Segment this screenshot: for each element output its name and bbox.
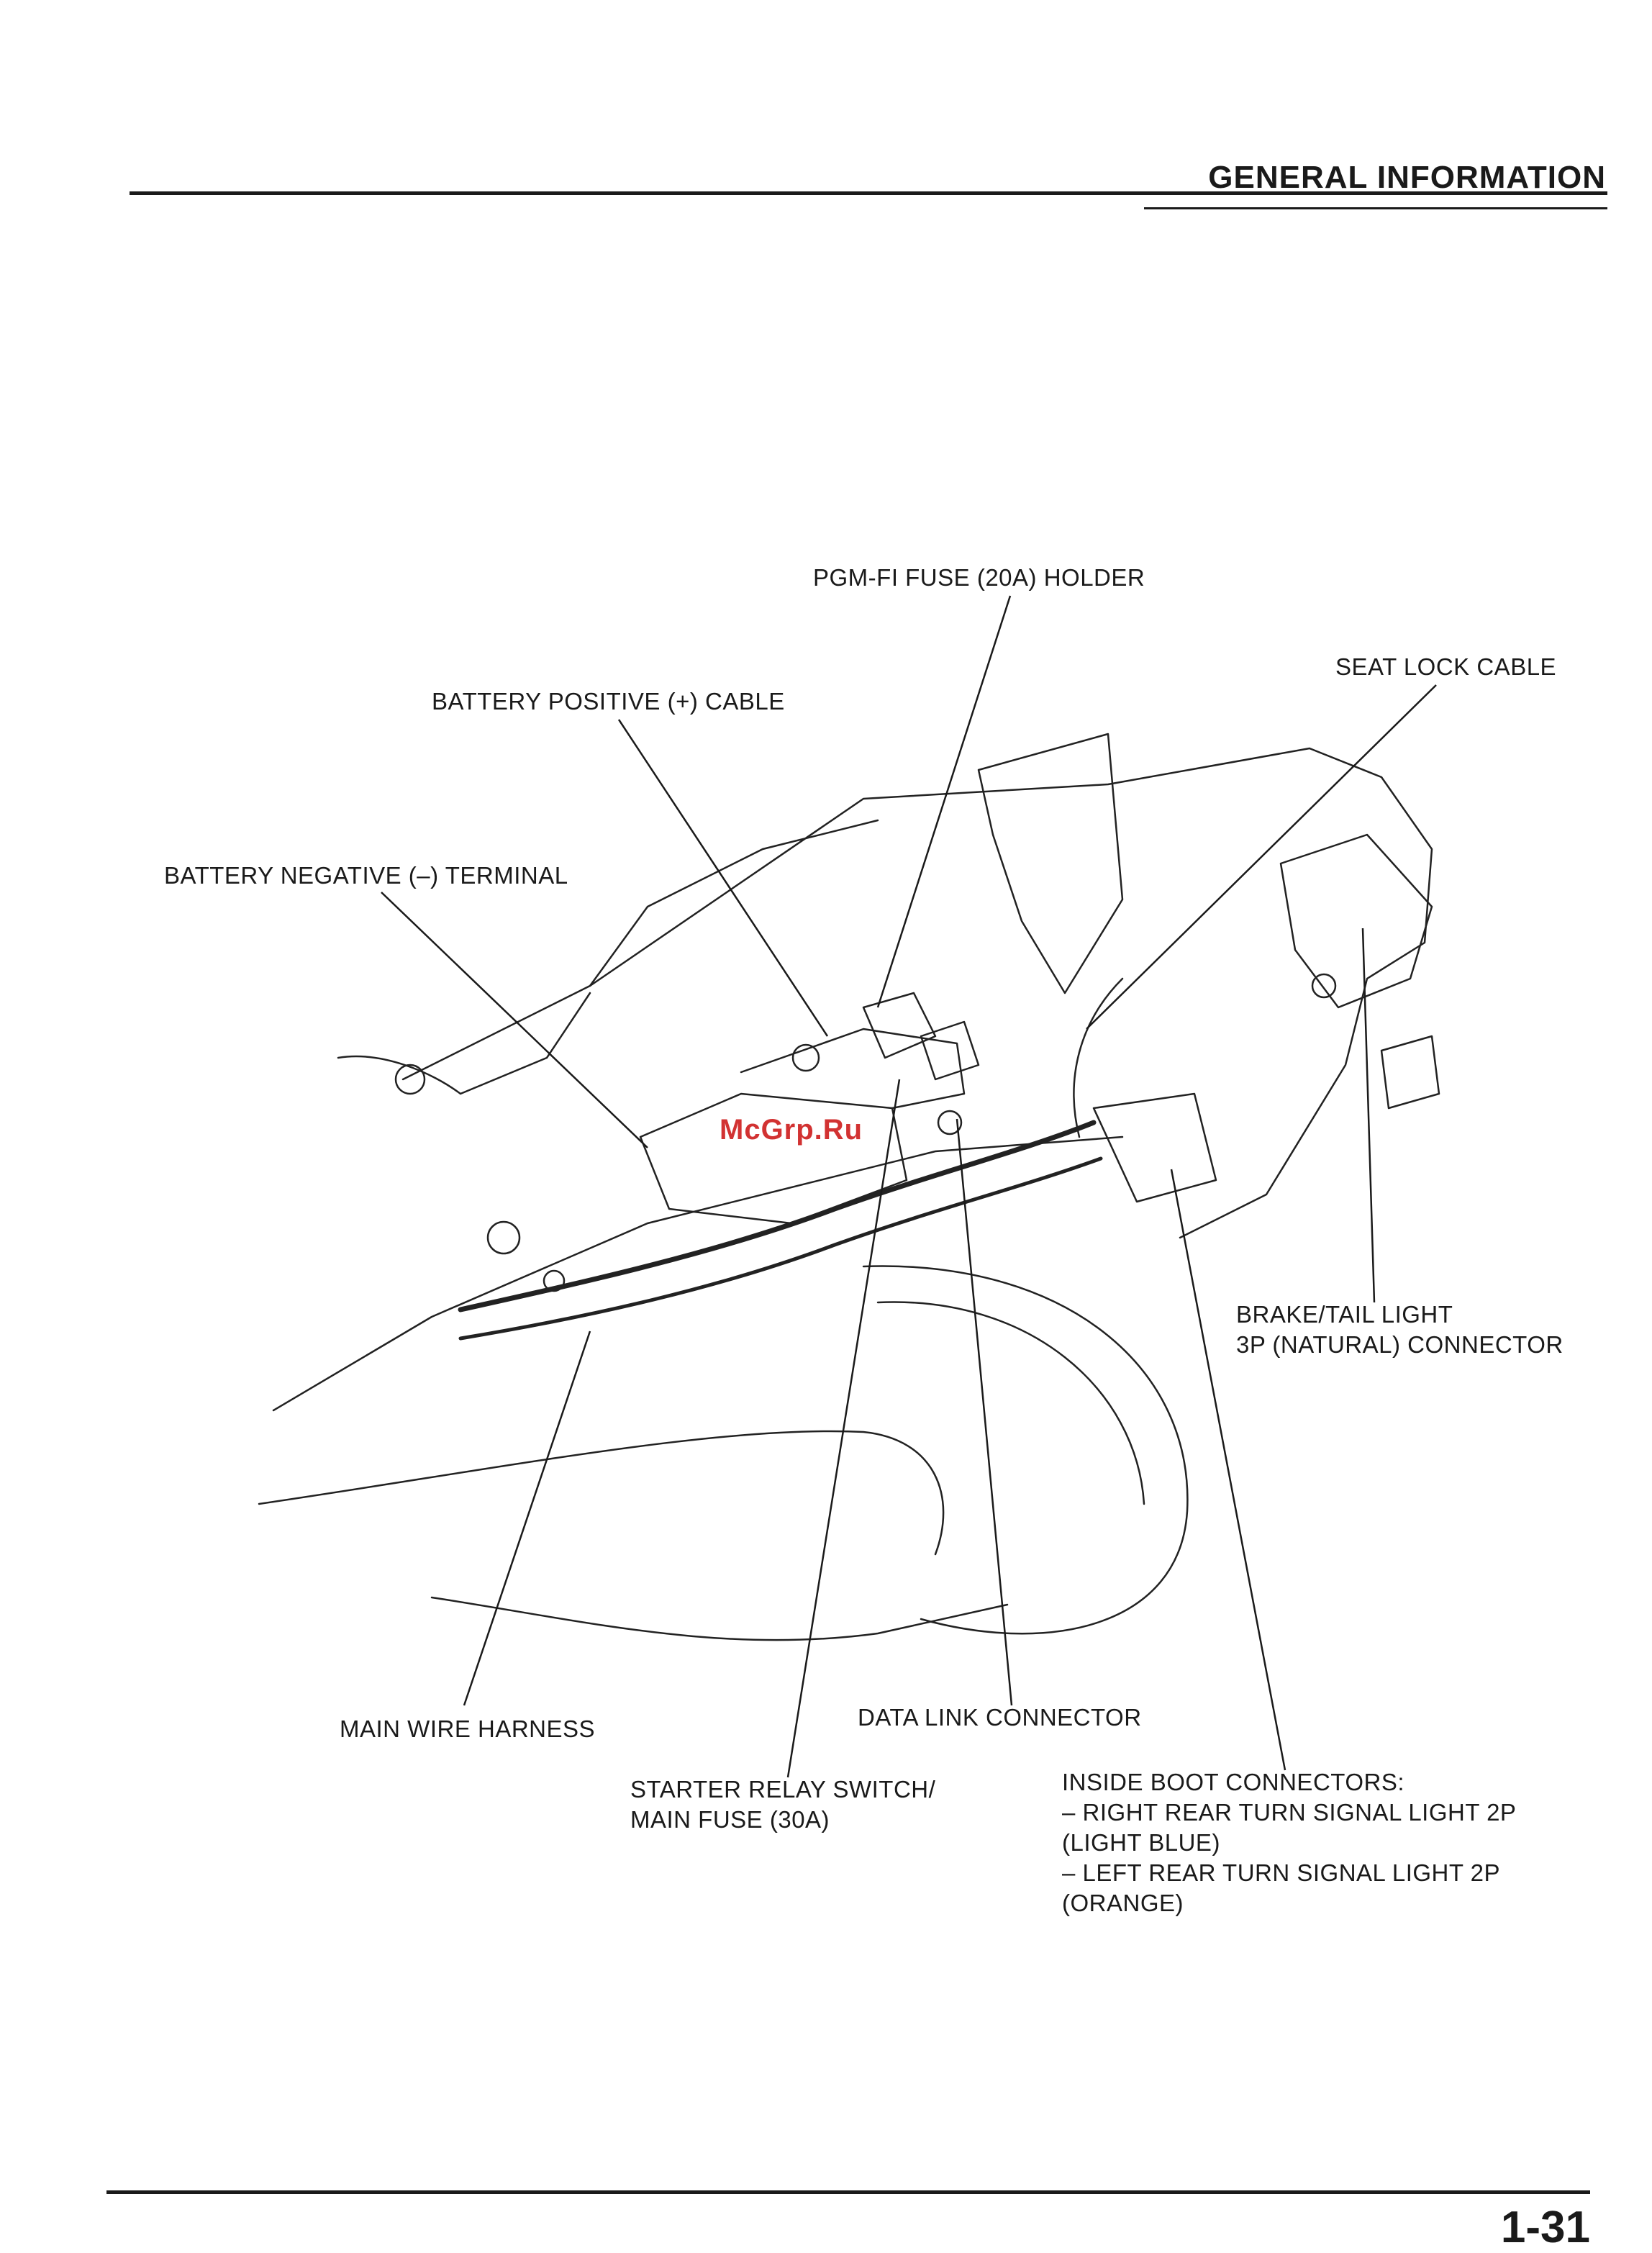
label-brake-tail-light-connector: BRAKE/TAIL LIGHT 3P (NATURAL) CONNECTOR (1236, 1300, 1564, 1360)
frame-bolt (543, 1269, 566, 1292)
header-rule (130, 191, 1607, 195)
label-line: BRAKE/TAIL LIGHT (1236, 1301, 1453, 1328)
leader-battery-negative (381, 892, 648, 1148)
label-battery-positive-cable: BATTERY POSITIVE (+) CABLE (432, 688, 785, 715)
label-starter-relay-switch: STARTER RELAY SWITCH/ MAIN FUSE (30A) (630, 1774, 935, 1835)
leader-starter-relay (786, 1079, 901, 1778)
label-line: – LEFT REAR TURN SIGNAL LIGHT 2P (1062, 1859, 1500, 1886)
leader-data-link-connector (956, 1118, 1013, 1706)
turn-signal (1380, 1035, 1440, 1110)
page-number: 1-31 (1500, 2203, 1590, 2252)
label-data-link-connector: DATA LINK CONNECTOR (858, 1704, 1142, 1731)
tail-unit (1279, 833, 1433, 1009)
wire-harness-lower (458, 1156, 1103, 1341)
leader-inside-boot (1170, 1169, 1286, 1771)
frame-bolt (394, 1064, 426, 1095)
label-battery-negative-terminal: BATTERY NEGATIVE (–) TERMINAL (164, 862, 568, 889)
leader-main-wire-harness (463, 1331, 591, 1706)
license-bracket (977, 733, 1124, 994)
footer-rule (106, 2190, 1590, 2194)
frame-bolt (1311, 973, 1337, 999)
label-line: 3P (NATURAL) CONNECTOR (1236, 1331, 1564, 1358)
label-line: STARTER RELAY SWITCH/ (630, 1776, 936, 1803)
frame-left-rail (337, 992, 591, 1095)
leader-battery-positive (617, 719, 829, 1037)
frame-bolt (486, 1220, 521, 1255)
seat-lock-cable-wire (1073, 977, 1124, 1138)
rear-wheel-inner (876, 1301, 1145, 1505)
frame-bolt (937, 1110, 963, 1135)
wire-harness-upper (458, 1120, 1097, 1313)
battery-top (740, 1028, 966, 1110)
section-title: GENERAL INFORMATION (1208, 160, 1606, 195)
seat-frame-outline (589, 747, 1433, 1239)
label-inside-boot-connectors: INSIDE BOOT CONNECTORS: – RIGHT REAR TUR… (1062, 1767, 1516, 1918)
leader-brake-tail-connector (1361, 928, 1376, 1303)
body-side-panel (430, 1596, 1009, 1641)
label-pgm-fi-fuse-holder: PGM-FI FUSE (20A) HOLDER (813, 564, 1145, 591)
leader-pgm-fi-fuse (876, 595, 1012, 1008)
frame-bolt (791, 1043, 820, 1072)
label-line: (ORANGE) (1062, 1890, 1184, 1916)
label-line: INSIDE BOOT CONNECTORS: (1062, 1769, 1405, 1795)
relay-block (920, 1020, 980, 1081)
battery-box (639, 1092, 908, 1225)
frame-lower-rail (272, 1135, 1124, 1412)
fuse-box (862, 992, 937, 1059)
label-line: MAIN FUSE (30A) (630, 1806, 830, 1833)
frame-upper-rail (401, 819, 879, 1081)
label-seat-lock-cable: SEAT LOCK CABLE (1335, 653, 1557, 680)
subframe-bottom (258, 1430, 945, 1556)
watermark-text: McGrp.Ru (720, 1114, 863, 1146)
rear-wheel-outline (862, 1265, 1189, 1635)
label-line: – RIGHT REAR TURN SIGNAL LIGHT 2P (1062, 1799, 1517, 1826)
header-rule-thin (1144, 207, 1607, 209)
boot-connector (1092, 1092, 1217, 1203)
label-line: (LIGHT BLUE) (1062, 1829, 1220, 1856)
label-main-wire-harness: MAIN WIRE HARNESS (340, 1715, 596, 1742)
leader-seat-lock-cable (1086, 684, 1437, 1030)
